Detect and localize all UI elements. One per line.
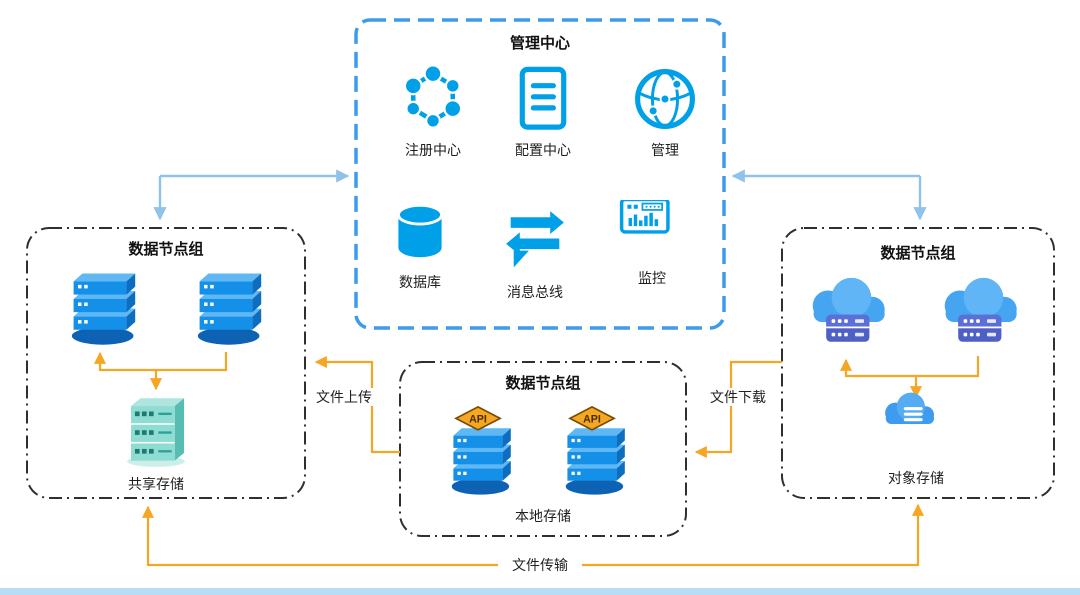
api-server-icon: API <box>451 406 511 495</box>
center-group-box-outline <box>399 361 687 537</box>
registry-center-node: 注册中心 <box>392 60 474 160</box>
right-cloud-server-2-node <box>932 268 1024 358</box>
management-node: 管理 <box>626 62 704 160</box>
database-label: 数据库 <box>399 274 441 290</box>
file-transfer-label: 文件传输 <box>498 556 582 574</box>
message-bus-label: 消息总线 <box>507 284 563 300</box>
management-center-title: 管理中心 <box>509 35 570 52</box>
cloud-server-icon <box>801 268 891 358</box>
database-icon <box>384 196 456 268</box>
file-download-label: 文件下载 <box>700 388 776 406</box>
server-stack-icon <box>56 262 144 350</box>
local-storage-api-node-1: API <box>436 406 520 498</box>
api-diamond <box>454 406 502 431</box>
message-bus-icon <box>495 202 575 278</box>
monitor-label: 监控 <box>638 270 666 286</box>
right-servers-to-storage-link <box>839 356 980 378</box>
right-group-box-outline <box>781 227 1055 499</box>
local-storage-api-node-2: API <box>550 406 634 498</box>
monitor-icon <box>614 200 690 264</box>
api-badge-text: API <box>469 413 487 425</box>
config-center-node: 配置中心 <box>502 62 584 160</box>
api-server-icon: API <box>565 406 625 495</box>
config-center-icon <box>506 62 580 136</box>
local-storage-label: 本地存储 <box>515 508 571 524</box>
bottom-strip <box>0 588 1080 595</box>
message-bus-node: 消息总线 <box>492 202 578 302</box>
management-box-outline <box>354 18 726 330</box>
registry-center-icon <box>395 60 471 136</box>
shared-storage-label: 共享存储 <box>128 476 184 492</box>
api-diamond <box>568 406 616 431</box>
database-node: 数据库 <box>383 196 457 292</box>
file-download-arrow <box>694 360 782 459</box>
monitor-node: 监控 <box>612 200 692 288</box>
object-storage-node: 对象存储 <box>872 390 960 488</box>
left-servers-to-storage-link <box>93 351 228 372</box>
shared-storage-node: 共享存储 <box>115 392 197 494</box>
right-group-title: 数据节点组 <box>880 245 956 262</box>
object-storage-icon <box>874 390 958 464</box>
registry-center-label: 注册中心 <box>405 142 461 158</box>
cloud-server-icon <box>933 268 1023 358</box>
file-upload-arrow <box>314 355 400 454</box>
config-center-label: 配置中心 <box>515 142 571 158</box>
object-storage-label: 对象存储 <box>888 470 944 486</box>
right-cloud-server-1-node <box>800 268 892 358</box>
left-group-title: 数据节点组 <box>128 241 204 258</box>
management-label: 管理 <box>651 142 679 158</box>
left-server-1-node <box>56 262 144 350</box>
left-group-box-outline <box>26 227 306 499</box>
center-group-title: 数据节点组 <box>505 375 581 392</box>
server-stack-icon <box>182 262 270 350</box>
management-globe-icon <box>628 62 702 136</box>
api-badge-text: API <box>583 413 601 425</box>
shared-storage-icon <box>117 392 195 470</box>
left-server-2-node <box>182 262 270 350</box>
file-upload-label: 文件上传 <box>306 388 382 406</box>
